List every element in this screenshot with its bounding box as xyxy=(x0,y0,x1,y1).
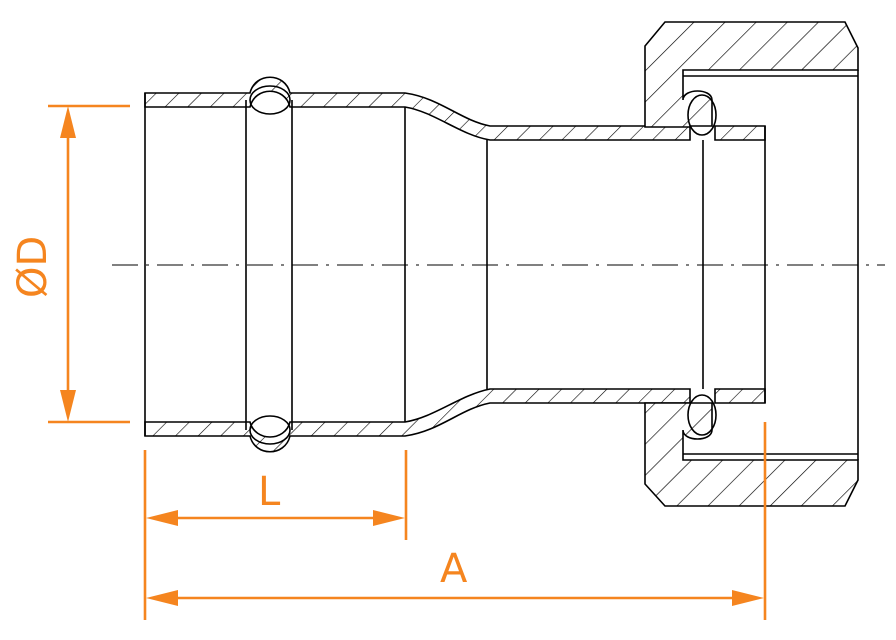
diameter-label: ØD xyxy=(10,236,56,298)
length-label: L xyxy=(258,469,281,515)
overall-label: A xyxy=(440,546,468,592)
length-dimension: L xyxy=(143,450,408,540)
union-nut-section xyxy=(644,21,859,507)
fitting-wall-section xyxy=(144,76,766,453)
overall-dimension: A xyxy=(143,422,767,620)
diameter-dimension: ØD xyxy=(10,104,130,424)
